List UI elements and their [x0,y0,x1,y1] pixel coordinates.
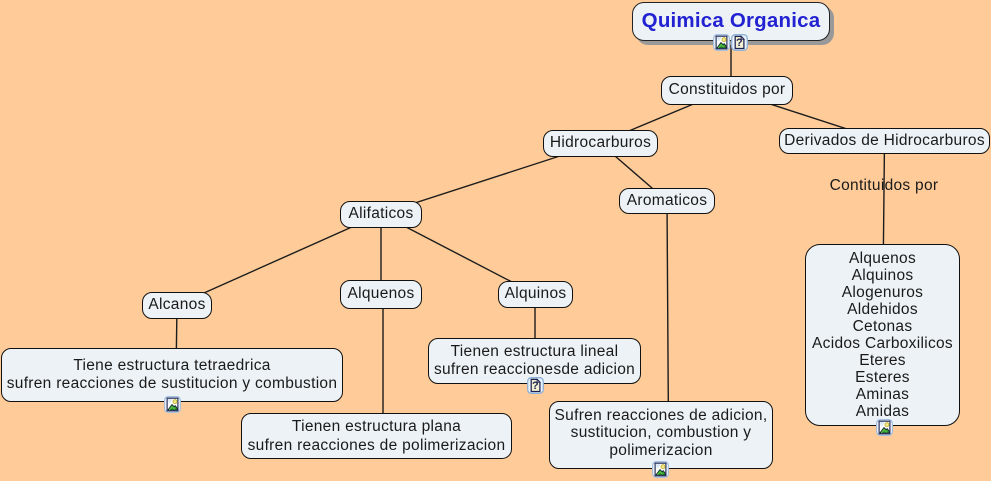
svg-text:?: ? [531,380,538,392]
svg-text:?: ? [735,37,742,49]
